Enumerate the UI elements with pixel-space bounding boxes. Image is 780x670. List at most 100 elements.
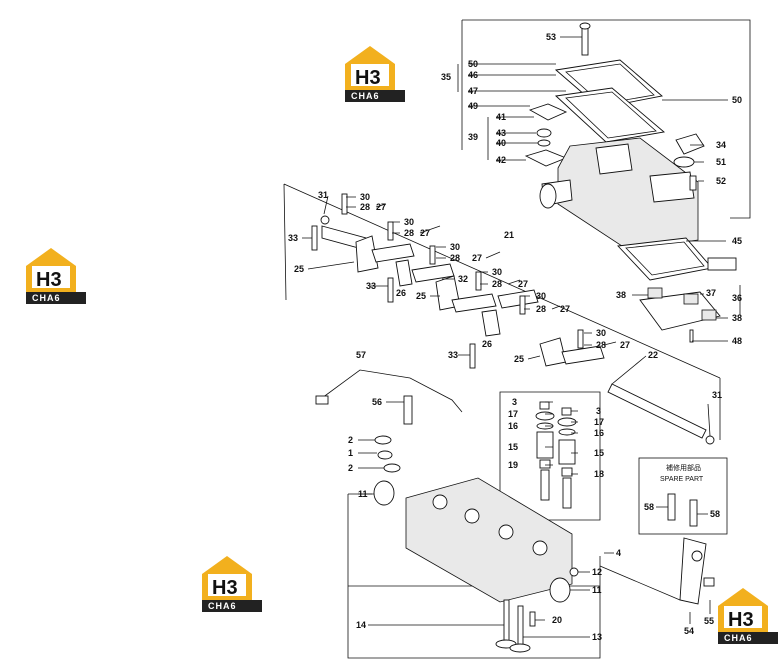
seal-18 (561, 467, 573, 477)
callout-32: 32 (458, 274, 468, 284)
callout-58: 58 (710, 509, 720, 519)
valve-stem-14 (503, 599, 510, 643)
callout-4: 4 (616, 548, 621, 558)
callout-25: 25 (416, 291, 426, 301)
rocker-arm-5 (497, 289, 539, 309)
valve-head-13 (509, 643, 531, 653)
adjust-screw-28a (341, 193, 348, 215)
plug-11b (549, 577, 571, 603)
adjust-screw-28c (429, 245, 436, 265)
callout-2: 2 (348, 463, 353, 473)
spare-guide-58b (689, 499, 698, 527)
breather-cover-41 (528, 103, 568, 121)
callout-41: 41 (496, 112, 506, 122)
callout-16: 16 (594, 428, 604, 438)
bolt-33c (469, 343, 476, 369)
callout-13: 13 (592, 632, 602, 642)
callout-46: 46 (468, 70, 478, 80)
callout-labels: 53 50 35 46 47 50 49 41 39 43 40 42 34 5… (288, 32, 742, 642)
spare-guide-58a (667, 493, 676, 521)
callout-49: 49 (468, 101, 478, 111)
logo-word-text: CHA6 (724, 633, 753, 643)
callout-12: 12 (592, 567, 602, 577)
callout-25: 25 (294, 264, 304, 274)
callout-30: 30 (360, 192, 370, 202)
callout-25: 25 (514, 354, 524, 364)
callout-28: 28 (450, 253, 460, 263)
callout-51: 51 (716, 157, 726, 167)
valve-spring-frame (499, 391, 601, 521)
wire-harness-57 (321, 369, 463, 413)
spare-part-jp: 補修用部品 (666, 463, 701, 472)
callout-36: 36 (732, 293, 742, 303)
callout-38: 38 (732, 313, 742, 323)
callout-57: 57 (356, 350, 366, 360)
callout-28: 28 (596, 340, 606, 350)
bolt-53 (581, 24, 589, 56)
guide-b (562, 477, 572, 509)
callout-55: 55 (704, 616, 714, 626)
callout-39: 39 (468, 132, 478, 142)
callout-17: 17 (594, 417, 604, 427)
callout-3: 3 (512, 397, 517, 407)
callout-2: 2 (348, 435, 353, 445)
seal-19 (539, 459, 551, 469)
pad-38a (647, 287, 663, 299)
callout-33: 33 (366, 281, 376, 291)
pad-37 (683, 293, 699, 305)
callout-3: 3 (596, 406, 601, 416)
bolt-33a (311, 225, 318, 251)
callout-15: 15 (594, 448, 604, 458)
rocker-group-frame (283, 183, 721, 440)
nut-52 (689, 175, 697, 191)
callout-50: 50 (468, 59, 478, 69)
bolt-55 (703, 577, 715, 587)
insert-2b (383, 463, 401, 473)
cylinder-head-assembly (373, 435, 715, 653)
rocker-arm-assembly (311, 193, 715, 445)
o-ring-51 (673, 156, 695, 168)
pin-20 (529, 611, 536, 627)
head-group-frame (347, 494, 601, 659)
adjust-screw-28f (577, 329, 584, 349)
rocker-arm-6 (561, 345, 605, 365)
valve-stem-13 (517, 605, 524, 647)
spring-15a (536, 431, 554, 459)
callout-17: 17 (508, 409, 518, 419)
plug-31 (705, 435, 715, 445)
logo-mark-text: H3 (212, 577, 238, 599)
callout-11: 11 (592, 585, 602, 595)
ring-1 (377, 450, 393, 460)
guide-a (540, 469, 550, 501)
lifting-hook-54 (679, 537, 707, 605)
callout-30: 30 (596, 328, 606, 338)
gasket-47 (554, 87, 666, 143)
callout-31: 31 (712, 390, 722, 400)
rocker-shaft-22 (607, 383, 707, 439)
callout-56: 56 (372, 397, 382, 407)
rocker-support-25a (355, 235, 379, 273)
callout-1: 1 (348, 448, 353, 458)
glow-plug-56 (403, 395, 413, 425)
spare-part-en: SPARE PART (660, 476, 704, 483)
callout-52: 52 (716, 176, 726, 186)
callout-47: 47 (468, 86, 478, 96)
callout-21: 21 (504, 230, 514, 240)
callout-30: 30 (536, 291, 546, 301)
callout-28: 28 (360, 202, 370, 212)
oil-cap-34 (675, 133, 705, 155)
callout-30: 30 (450, 242, 460, 252)
callout-40: 40 (496, 138, 506, 148)
callout-58: 58 (644, 502, 654, 512)
plug-31-top (320, 215, 330, 225)
plug-12 (569, 567, 579, 577)
callout-42: 42 (496, 155, 506, 165)
bolt-33b (387, 277, 394, 303)
callout-54: 54 (684, 626, 694, 636)
watermark-logo: H3 CHA6 (345, 46, 405, 102)
valve-cover-assembly (524, 22, 737, 343)
adjust-screw-28b (387, 221, 394, 241)
watermark-logo: H3 CHA6 (26, 248, 86, 304)
rocker-arm-4 (451, 293, 497, 313)
